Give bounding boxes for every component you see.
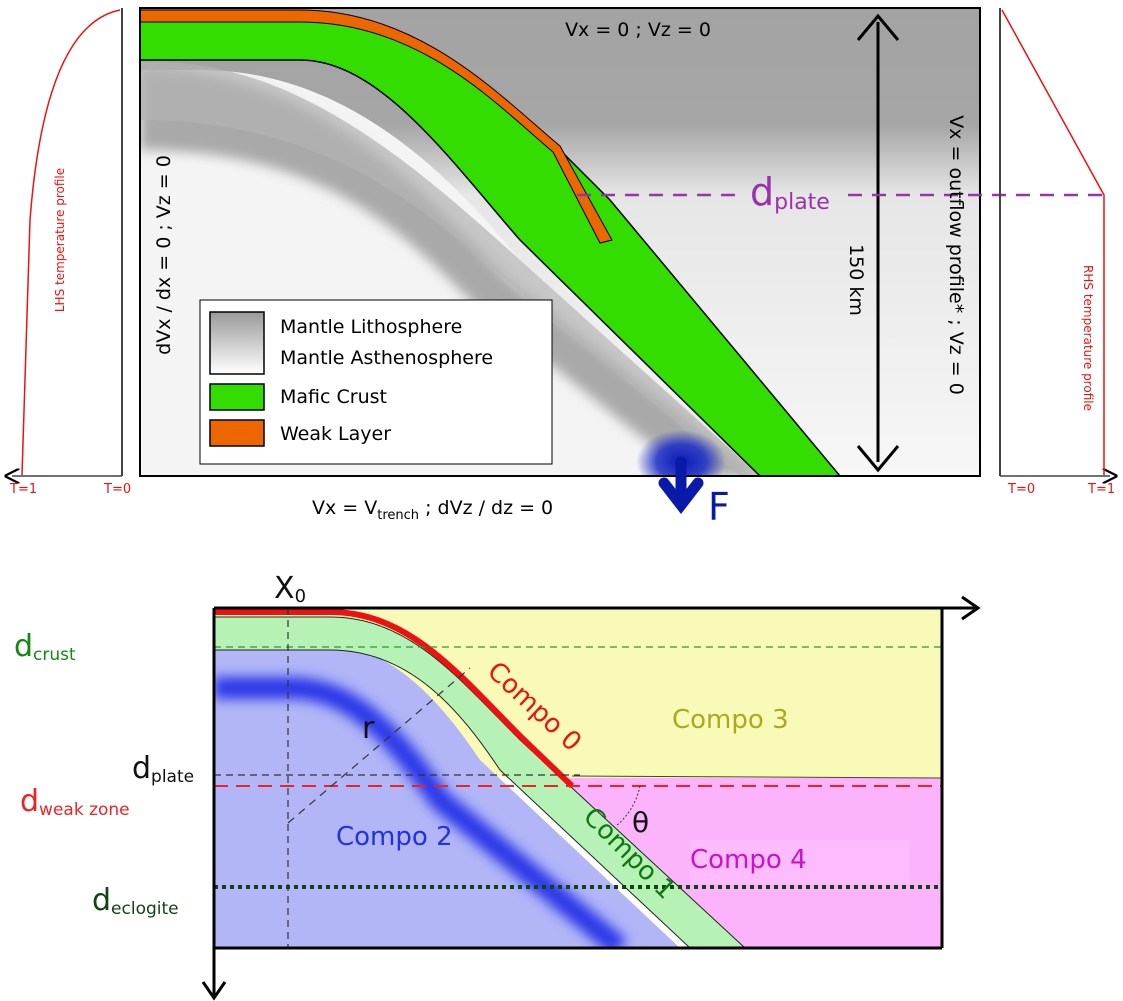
legend-label-asthenosphere: Mantle Asthenosphere xyxy=(280,347,493,369)
compo-3-label: Compo 3 xyxy=(672,705,789,735)
legend-label-crust: Mafic Crust xyxy=(280,386,387,408)
lhs-t0-label: T=0 xyxy=(103,482,131,497)
theta-label: θ xyxy=(632,806,649,839)
bc-left: dVx / dx = 0 ; Vz = 0 xyxy=(153,155,175,355)
force-blob xyxy=(636,430,726,476)
y-axis-arrow-icon xyxy=(201,981,227,1001)
dweak-zone-label: dweak zone xyxy=(20,784,130,820)
legend-swatch-crust xyxy=(209,383,265,411)
depth-arrow-head-up xyxy=(856,13,900,41)
radius-label: r xyxy=(362,711,375,746)
compo-0-line xyxy=(214,609,575,789)
compo-1-region xyxy=(214,616,746,948)
bc-bottom: Vx = Vtrench ; dVz / dz = 0 xyxy=(312,497,553,523)
rhs-profile-title: RHS temperature profile xyxy=(1081,265,1095,411)
bc-top: Vx = 0 ; Vz = 0 xyxy=(565,19,711,41)
compo-4-label-bg xyxy=(690,840,910,884)
theta-arc xyxy=(615,785,641,827)
lhs-temperature-profile: LHS temperature profile T=1 T=0 xyxy=(9,8,131,497)
x-axis-arrow-icon xyxy=(961,595,981,621)
top-panel: 150 km dplate Vx = 0 ; Vz = 0 dVx / dx =… xyxy=(9,7,1115,529)
legend-swatch-mantle xyxy=(209,311,265,375)
compo-2-slab-core xyxy=(214,677,627,948)
force-arrow-icon xyxy=(658,456,704,514)
rhs-t0-label: T=0 xyxy=(1007,482,1035,497)
legend: Mantle Lithosphere Mantle Asthenosphere … xyxy=(199,299,553,465)
compo-4-label: Compo 4 xyxy=(690,845,807,875)
legend-label-weak: Weak Layer xyxy=(280,423,391,445)
weak-layer xyxy=(140,9,613,244)
legend-swatch-weak xyxy=(209,419,265,447)
compo-2-label: Compo 2 xyxy=(336,822,453,852)
lhs-temperature-curve xyxy=(21,9,121,476)
lhs-t1-label: T=1 xyxy=(9,482,37,497)
x0-label: X0 xyxy=(274,571,306,607)
depth-label: 150 km xyxy=(845,244,867,316)
rhs-temperature-curve xyxy=(1001,9,1105,475)
dcrust-label: dcrust xyxy=(14,629,76,665)
bc-right: Vx = outflow profile* ; Vz = 0 xyxy=(945,115,967,395)
model-domain xyxy=(140,8,980,476)
radius-line xyxy=(287,667,471,824)
depth-arrow-head-down xyxy=(856,445,900,473)
dplate-label-bottom: dplate xyxy=(132,751,194,787)
model-frame xyxy=(139,7,981,477)
rhs-t1-label: T=1 xyxy=(1087,482,1115,497)
slab-lithosphere xyxy=(140,68,760,476)
force-label: F xyxy=(708,485,730,529)
bottom-domain xyxy=(214,608,942,948)
rhs-temperature-profile: RHS temperature profile T=0 T=1 xyxy=(999,8,1115,497)
declogite-label: declogite xyxy=(92,883,179,919)
dplate-label: dplate xyxy=(750,170,830,215)
lhs-profile-title: LHS temperature profile xyxy=(53,168,67,312)
compo-3-4-boundary xyxy=(571,775,942,779)
bottom-panel: X0 dcrust dplate dweak zone declogite r … xyxy=(14,571,981,1001)
legend-label-lithosphere: Mantle Lithosphere xyxy=(280,316,462,338)
